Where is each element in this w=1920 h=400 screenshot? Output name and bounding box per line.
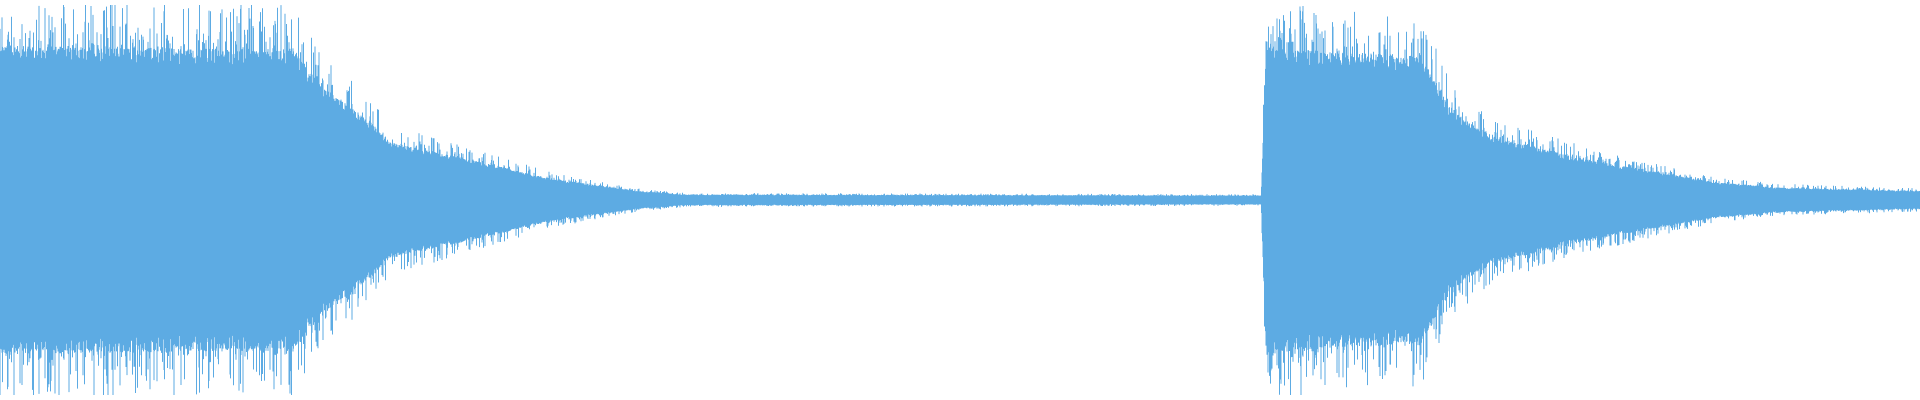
audio-waveform[interactable] bbox=[0, 0, 1920, 400]
